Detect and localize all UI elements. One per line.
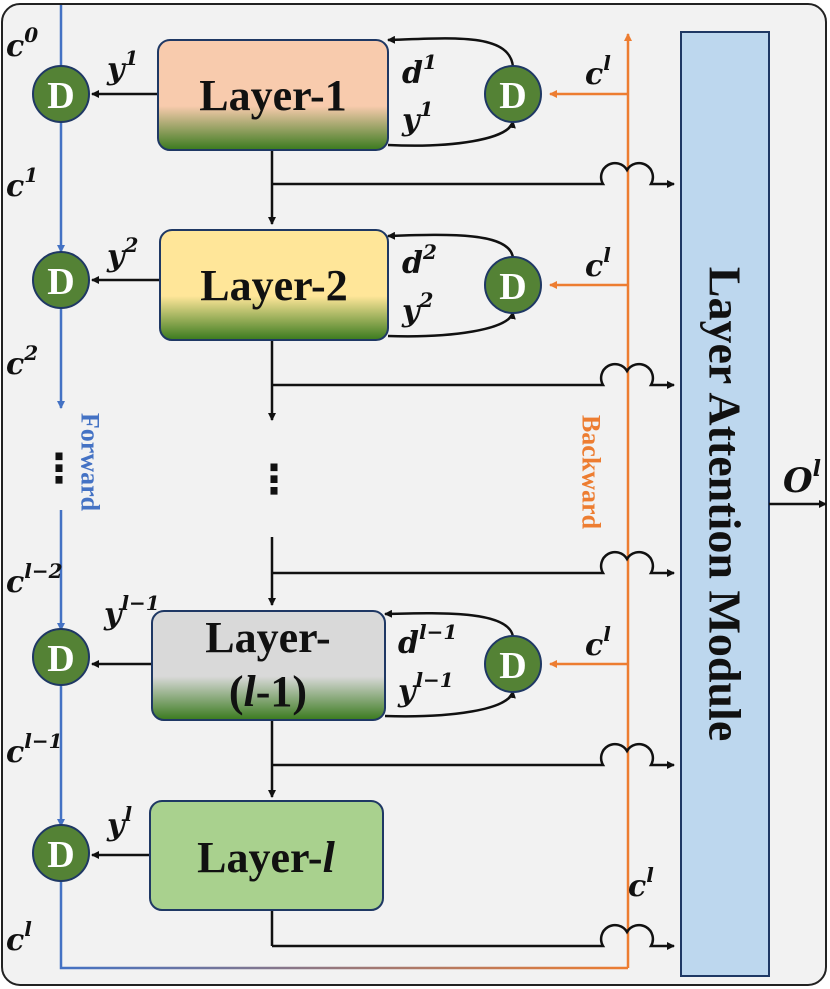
layer-1-title: Layer-1 [199, 71, 346, 120]
backward-context-3: cl [585, 622, 611, 663]
loop-label-y1: y1 [401, 97, 433, 138]
attention-connections [272, 161, 675, 950]
layer-attention-module[interactable]: Layer Attention Module [680, 31, 770, 977]
output-label-y1: y1 [106, 46, 138, 87]
forward-context-c-l: cl [6, 917, 32, 958]
layer-l-title: Layer-l [197, 833, 335, 882]
svg-text:D: D [499, 75, 526, 117]
forward-label: Forward [76, 413, 105, 512]
discriminator-forward-1[interactable]: D [32, 65, 90, 123]
discriminator-forward-4[interactable]: D [32, 824, 90, 882]
layer-1-box[interactable]: Layer-1 [157, 39, 389, 151]
svg-text:D: D [499, 645, 526, 687]
svg-text:D: D [47, 75, 74, 117]
backward-context-1: cl [585, 51, 611, 92]
svg-text:D: D [499, 266, 526, 308]
backward-path [549, 33, 632, 968]
forward-path [57, 5, 628, 970]
discriminator-backward-1[interactable]: D [484, 65, 542, 123]
loop-label-d2: d2 [402, 240, 437, 281]
svg-text:D: D [47, 261, 74, 303]
layer-attention-module-label: Layer Attention Module [700, 267, 751, 741]
forward-context-c-l-minus-1: cl−1 [6, 729, 63, 770]
svg-text:D: D [47, 834, 74, 876]
loop-label-y2: y2 [401, 288, 433, 329]
forward-context-c-l-minus-2: cl−2 [6, 559, 63, 600]
layer-2-title: Layer-2 [200, 261, 347, 310]
feedback-loops [384, 35, 516, 718]
layer-2-box[interactable]: Layer-2 [159, 229, 389, 341]
discriminator-forward-3[interactable]: D [32, 628, 90, 686]
discriminator-backward-3[interactable]: D [484, 635, 542, 693]
svg-text:D: D [47, 638, 74, 680]
discriminator-backward-2[interactable]: D [484, 256, 542, 314]
backward-context-2: cl [585, 243, 611, 284]
backward-label: Backward [577, 415, 606, 530]
forward-context-c2: c2 [6, 341, 38, 382]
layer-l-box[interactable]: Layer-l [149, 800, 384, 911]
layer-outputs [91, 90, 160, 859]
output-label-y-l-minus-1: yl−1 [103, 591, 160, 632]
loop-label-d1: d1 [402, 50, 437, 91]
forward-context-c0: c0 [6, 23, 38, 64]
backward-context-bottom: cl [628, 863, 654, 904]
forward-context-c1: c1 [6, 163, 38, 204]
output-label: Ol [783, 456, 821, 501]
discriminator-forward-2[interactable]: D [32, 251, 90, 309]
output-label-y-l: yl [106, 802, 132, 843]
loop-label-d-l-minus-1: dl−1 [398, 620, 457, 661]
ellipsis-layers: ⋮ [254, 457, 294, 503]
loop-label-y-l-minus-1: yl−1 [397, 668, 454, 709]
ellipsis-forward: ⋮ [39, 446, 79, 492]
layer-l-minus-1-box[interactable]: Layer- (l-1) [151, 610, 386, 721]
layer-l-minus-1-title-line1: Layer- [205, 613, 330, 662]
layer-l-minus-1-title-line2: (l-1) [229, 667, 307, 716]
output-label-y2: y2 [106, 233, 138, 274]
